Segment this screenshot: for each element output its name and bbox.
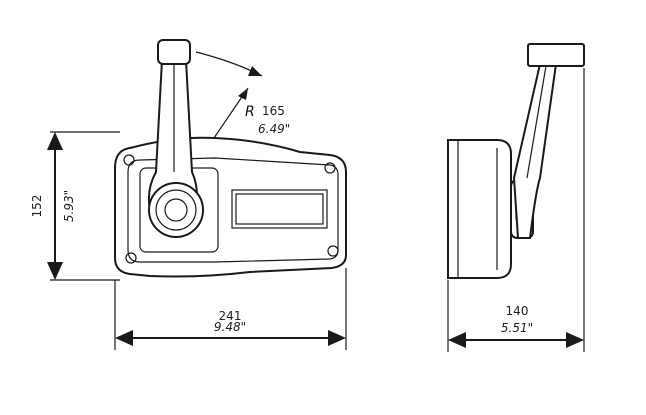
radius-mm-label: 165 bbox=[262, 104, 285, 118]
lever-hub-inner bbox=[164, 198, 188, 222]
height-mm-label: 152 bbox=[30, 195, 44, 218]
height-dimension bbox=[47, 131, 120, 281]
screw-top-left bbox=[123, 154, 135, 166]
screw-bottom-right bbox=[327, 245, 339, 257]
depth-dimension bbox=[447, 68, 585, 352]
label-window bbox=[231, 189, 328, 229]
lever-hub-mid bbox=[155, 189, 197, 231]
lever-hub-outer bbox=[148, 182, 204, 238]
side-lever-arm bbox=[512, 63, 558, 239]
height-in-label: 5.93" bbox=[62, 190, 76, 222]
side-housing bbox=[447, 139, 512, 279]
radius-arrowhead bbox=[238, 88, 248, 100]
width-in-label: 9.48" bbox=[214, 320, 246, 334]
width-mm-label: 241 bbox=[219, 309, 242, 323]
depth-in-label: 5.51" bbox=[501, 321, 533, 335]
screw-bottom-left bbox=[125, 252, 137, 264]
side-view: 140 5.51" bbox=[447, 43, 585, 352]
width-dimension bbox=[114, 268, 347, 350]
screw-top-right bbox=[324, 162, 336, 174]
side-lever-knob bbox=[527, 43, 585, 67]
radius-letter: R bbox=[245, 104, 255, 120]
label-window-inner bbox=[235, 193, 324, 225]
side-lever-center-line bbox=[526, 65, 547, 179]
housing-face bbox=[127, 157, 339, 263]
radius-in-label: 6.49" bbox=[258, 122, 290, 136]
lever-knob bbox=[157, 39, 191, 65]
lever-sweep-arrowhead bbox=[248, 66, 262, 76]
front-view: R 165 6.49" 152 5.93" 241 9.48" bbox=[30, 39, 347, 350]
depth-mm-label: 140 bbox=[506, 304, 529, 318]
